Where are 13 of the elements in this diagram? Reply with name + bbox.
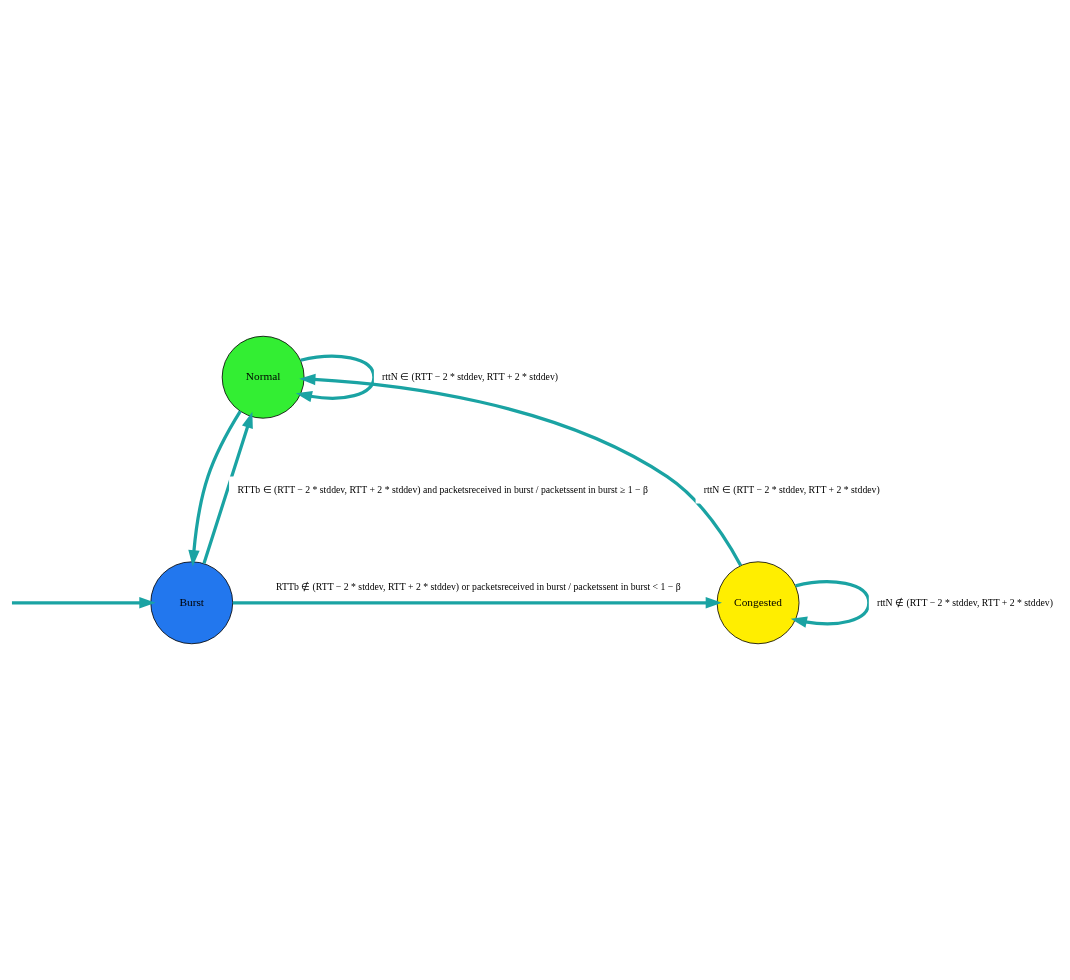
node-circle: Congested [716,561,800,645]
edge-label: rttN ∉ (RTT − 2 * stddev, RTT + 2 * stddev) [876,596,1053,608]
node-circle: Normal [221,335,305,419]
arrow [232,597,722,609]
node-circle: Burst [150,561,234,645]
arrow [202,411,253,565]
arrow [188,410,242,567]
edge-label: RTTb ∉ (RTT − 2 * stddev, RTT + 2 * stddev) or packetsreceived in burst / packetssent in burst < 1 − β [276,580,681,592]
edge-label: rttN ∈ (RTT − 2 * stddev, RTT + 2 * stddev) [382,371,558,383]
edge-label: RTTb ∈ (RTT − 2 * stddev, RTT + 2 * stddev) and packetsreceived in burst / packetssent in burst ≥ 1 − β [237,483,648,495]
arrow [299,373,743,567]
edge-label: rttN ∈ (RTT − 2 * stddev, RTT + 2 * stddev) [703,483,880,495]
arrow [11,597,156,609]
